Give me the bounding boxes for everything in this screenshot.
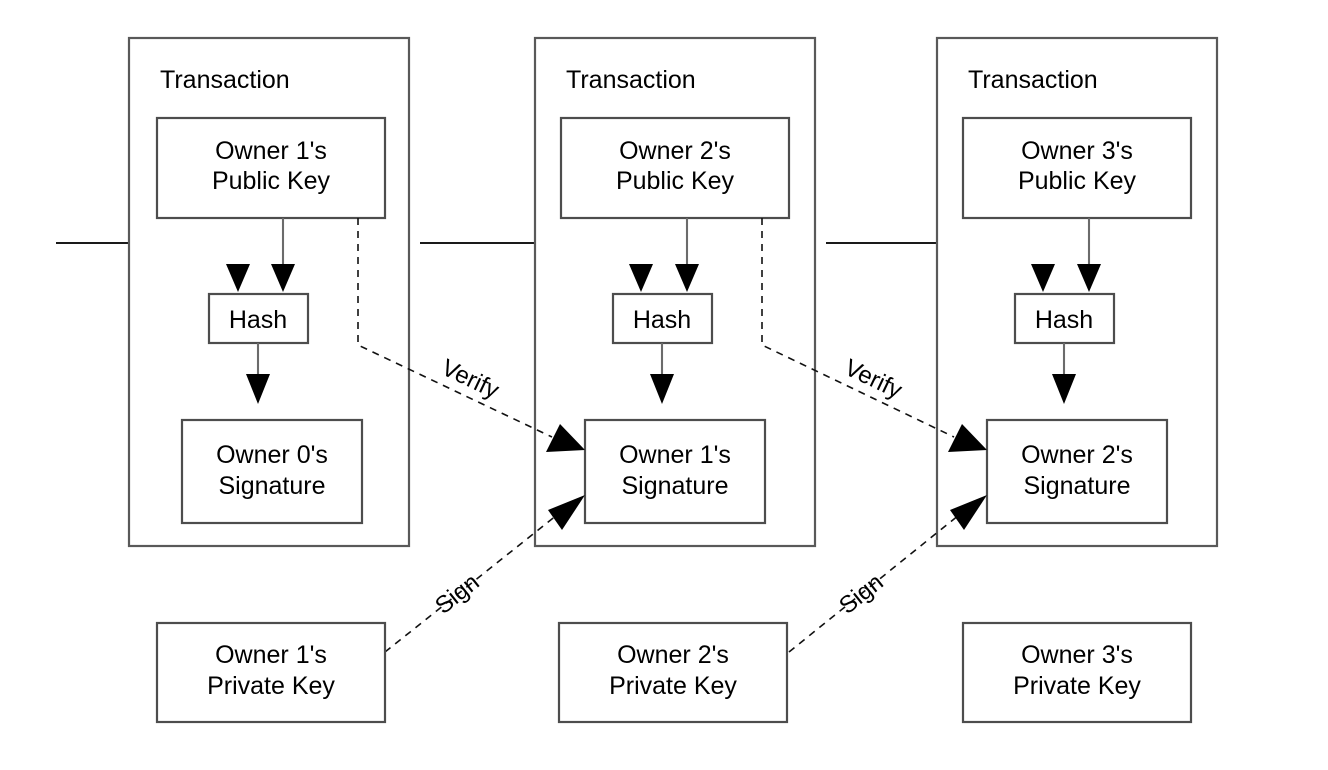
transaction-3-public-key-line2: Public Key <box>1018 167 1137 195</box>
transaction-1-public-key-line2: Public Key <box>212 167 331 195</box>
private-key-2-box[interactable] <box>557 621 789 724</box>
transaction-3-arrowhead-prev <box>1031 264 1055 292</box>
sign-edge-2-path <box>788 514 960 653</box>
private-key-1[interactable]: Owner 1's Private Key <box>155 621 387 724</box>
transaction-1-signature-line1: Owner 0's <box>216 441 328 469</box>
transaction-3-arrowhead-pubkey <box>1077 264 1101 292</box>
transaction-1-arrowhead-prev <box>226 264 250 292</box>
transaction-2-public-key-box[interactable] <box>559 116 791 220</box>
transaction-1-arrowhead-signature <box>246 374 270 404</box>
verify-edge-2-label: Verify <box>840 354 906 404</box>
private-keys: Owner 1's Private Key Owner 2's Private … <box>155 621 1193 724</box>
private-key-3[interactable]: Owner 3's Private Key <box>961 621 1193 724</box>
transaction-2-arrowhead-pubkey <box>675 264 699 292</box>
transaction-1-hash-label: Hash <box>229 306 287 334</box>
private-key-2-line1: Owner 2's <box>617 641 729 669</box>
sign-edge-2-label: Sign <box>834 569 888 620</box>
transaction-1-hash-box[interactable] <box>207 292 310 345</box>
transaction-3-signature-line2: Signature <box>1023 472 1130 500</box>
private-key-1-line1: Owner 1's <box>215 641 327 669</box>
transaction-2-signature-line2: Signature <box>621 472 728 500</box>
private-key-1-line2: Private Key <box>207 672 335 700</box>
verify-edge-1-path <box>357 218 553 438</box>
private-key-2[interactable]: Owner 2's Private Key <box>557 621 789 724</box>
transaction-3-hash-label: Hash <box>1035 306 1093 334</box>
transaction-2-public-key-line2: Public Key <box>616 167 735 195</box>
verify-edge-1-label: Verify <box>437 354 503 404</box>
transaction-1-title: Transaction <box>160 66 290 94</box>
transaction-3[interactable]: Transaction Owner 3's Public Key Hash Ow… <box>935 36 1219 548</box>
verify-edge-2-path <box>761 218 955 438</box>
private-key-2-line2: Private Key <box>609 672 737 700</box>
transaction-2-arrowhead-prev <box>629 264 653 292</box>
private-key-3-line2: Private Key <box>1013 672 1141 700</box>
transaction-3-signature-line1: Owner 2's <box>1021 441 1133 469</box>
verify-edge-1-arrowhead <box>546 424 585 452</box>
transaction-1-public-key-box[interactable] <box>155 116 387 220</box>
private-key-3-box[interactable] <box>961 621 1193 724</box>
transaction-3-public-key-line1: Owner 3's <box>1021 137 1133 165</box>
private-key-3-line1: Owner 3's <box>1021 641 1133 669</box>
transaction-1-public-key-line1: Owner 1's <box>215 137 327 165</box>
private-key-1-box[interactable] <box>155 621 387 724</box>
transaction-2-hash-label: Hash <box>633 306 691 334</box>
transaction-1-signature-box[interactable] <box>180 418 364 525</box>
sign-edge-1-label: Sign <box>430 569 484 620</box>
transaction-3-signature-box[interactable] <box>985 418 1169 525</box>
transaction-1-signature-line2: Signature <box>218 472 325 500</box>
sign-edge-2-arrowhead <box>950 495 987 530</box>
transaction-2-arrowhead-signature <box>650 374 674 404</box>
verify-edge-2-arrowhead <box>948 424 987 452</box>
transaction-2-signature-box[interactable] <box>583 418 767 525</box>
transaction-2-title: Transaction <box>566 66 696 94</box>
transaction-2-public-key-line1: Owner 2's <box>619 137 731 165</box>
transaction-1-arrowhead-pubkey <box>271 264 295 292</box>
transaction-2-hash-box[interactable] <box>611 292 714 345</box>
sign-edge-1-arrowhead <box>548 495 585 530</box>
transaction-3-arrowhead-signature <box>1052 374 1076 404</box>
transaction-1[interactable]: Transaction Owner 1's Public Key Hash Ow… <box>127 36 411 548</box>
transaction-2-signature-line1: Owner 1's <box>619 441 731 469</box>
sign-edge-1-path <box>384 514 558 653</box>
transaction-3-public-key-box[interactable] <box>961 116 1193 220</box>
transaction-3-title: Transaction <box>968 66 1098 94</box>
transaction-3-hash-box[interactable] <box>1013 292 1116 345</box>
transaction-2[interactable]: Transaction Owner 2's Public Key Hash Ow… <box>533 36 817 548</box>
